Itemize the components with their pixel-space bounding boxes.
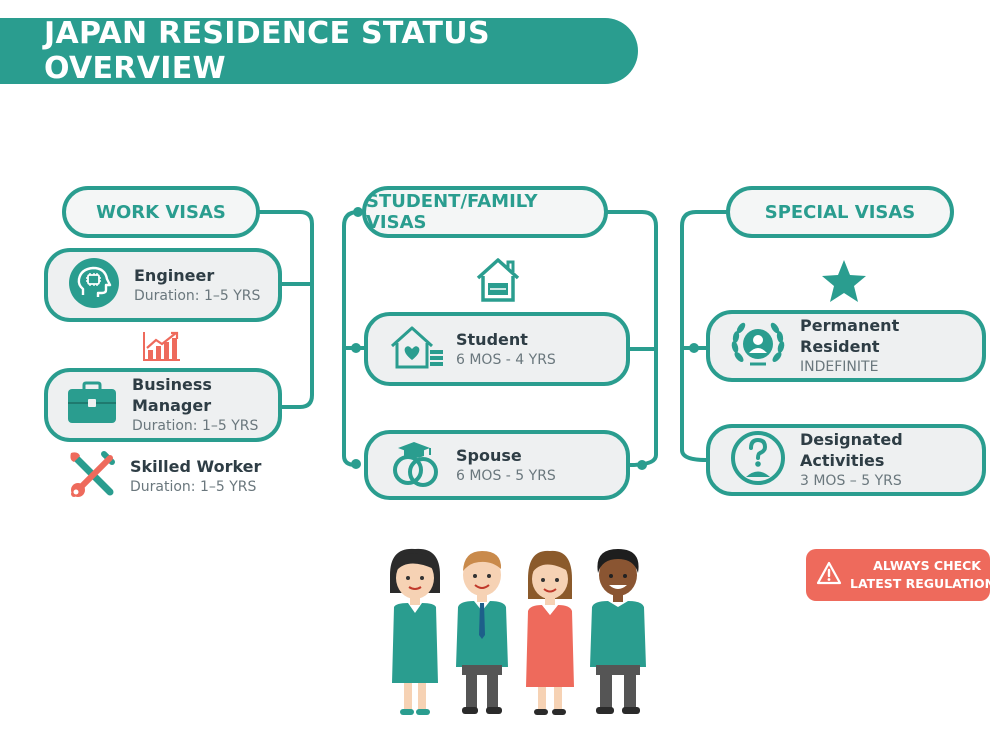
visa-duration: 6 MOS - 4 YRS (456, 351, 556, 368)
visa-name: Engineer (134, 265, 215, 285)
growth-chart-icon (142, 330, 182, 366)
item-skilled-worker[interactable]: Skilled Worker Duration: 1–5 YRS (66, 448, 261, 504)
visa-duration: 3 MOS – 5 YRS (800, 473, 902, 489)
person-1 (390, 548, 440, 715)
star-icon (820, 258, 868, 308)
house-heart-icon (390, 324, 444, 374)
visa-name: Permanent Resident (800, 316, 900, 356)
four-people-icon (390, 548, 646, 715)
header-special-visas: SPECIAL VISAS (726, 186, 954, 238)
alert-line-2: LATEST REGULATIONS (850, 576, 1005, 591)
visa-duration: Duration: 1–5 YRS (130, 478, 257, 495)
person-3 (526, 550, 574, 715)
header-student-family-visas: STUDENT/FAMILY VISAS (362, 186, 608, 238)
page-title: JAPAN RESIDENCE STATUS OVERVIEW (44, 16, 490, 86)
card-permanent-resident[interactable]: Permanent Resident INDEFINITE (706, 310, 986, 382)
visa-duration: Duration: 1–5 YRS (134, 287, 261, 304)
visa-name: Spouse (456, 445, 522, 465)
visa-name: Designated Activities (800, 430, 903, 470)
visa-name: Skilled Worker (130, 456, 262, 476)
laurel-person-icon (730, 319, 786, 373)
person-4 (590, 549, 646, 714)
rings-icon (390, 438, 444, 492)
house-icon (474, 256, 522, 308)
visa-duration: Duration: 1–5 YRS (132, 418, 259, 434)
card-student[interactable]: Student 6 MOS - 4 YRS (364, 312, 630, 386)
alert-line-1: ALWAYS CHECK (873, 558, 981, 573)
head-circuit-icon (68, 257, 120, 313)
card-designated-activities[interactable]: Designated Activities 3 MOS – 5 YRS (706, 424, 986, 496)
wrench-screwdriver-icon (66, 448, 118, 504)
card-spouse[interactable]: Spouse 6 MOS - 5 YRS (364, 430, 630, 500)
person-2 (456, 551, 508, 714)
warning-icon (816, 561, 842, 589)
card-engineer[interactable]: Engineer Duration: 1–5 YRS (44, 248, 282, 322)
visa-name: Business Manager (132, 375, 212, 415)
visa-duration: 6 MOS - 5 YRS (456, 467, 556, 484)
briefcase-icon (66, 381, 118, 429)
regulations-alert: ALWAYS CHECK LATEST REGULATIONS (806, 549, 1004, 601)
card-business-manager[interactable]: Business Manager Duration: 1–5 YRS (44, 368, 282, 442)
visa-name: Student (456, 329, 528, 349)
header-work-visas: WORK VISAS (62, 186, 260, 238)
visa-duration: INDEFINITE (800, 359, 879, 375)
question-person-icon (730, 430, 786, 490)
title-banner: JAPAN RESIDENCE STATUS OVERVIEW (0, 16, 638, 86)
